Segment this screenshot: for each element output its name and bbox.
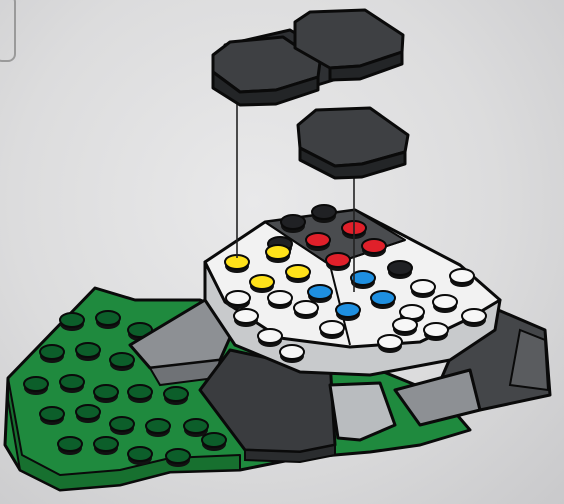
green-stud — [128, 385, 152, 403]
green-stud — [94, 385, 118, 403]
top-stud — [326, 253, 350, 271]
top-stud — [362, 239, 386, 257]
green-stud — [164, 387, 188, 405]
green-stud — [128, 447, 152, 465]
tile-single-top — [298, 108, 408, 178]
green-stud — [184, 419, 208, 437]
top-stud — [306, 233, 330, 251]
top-stud — [411, 280, 435, 298]
top-stud — [226, 291, 250, 309]
top-stud — [250, 275, 274, 293]
green-stud — [94, 437, 118, 455]
green-stud — [24, 377, 48, 395]
top-stud — [294, 301, 318, 319]
green-stud — [60, 313, 84, 331]
top-stud — [312, 205, 336, 223]
top-stud — [450, 269, 474, 287]
top-stud — [378, 335, 402, 353]
top-stud — [258, 329, 282, 347]
top-stud — [234, 309, 258, 327]
top-stud — [266, 245, 290, 263]
top-stud — [308, 285, 332, 303]
tile-pair-top — [213, 10, 403, 105]
green-stud — [110, 417, 134, 435]
top-stud — [336, 303, 360, 321]
green-stud — [40, 345, 64, 363]
green-stud — [76, 343, 100, 361]
green-stud — [60, 375, 84, 393]
top-stud — [268, 291, 292, 309]
top-stud — [388, 261, 412, 279]
top-stud — [393, 318, 417, 336]
green-stud — [166, 449, 190, 467]
top-stud — [281, 215, 305, 233]
top-stud — [462, 309, 486, 327]
green-stud — [58, 437, 82, 455]
green-stud — [146, 419, 170, 437]
top-stud — [280, 345, 304, 363]
top-stud — [433, 295, 457, 313]
green-stud — [96, 311, 120, 329]
top-stud — [424, 323, 448, 341]
green-stud — [40, 407, 64, 425]
white-top-plate — [205, 205, 500, 375]
top-stud — [371, 291, 395, 309]
green-stud — [202, 433, 226, 451]
top-stud — [286, 265, 310, 283]
top-stud — [320, 321, 344, 339]
green-stud — [110, 353, 134, 371]
green-stud — [76, 405, 100, 423]
